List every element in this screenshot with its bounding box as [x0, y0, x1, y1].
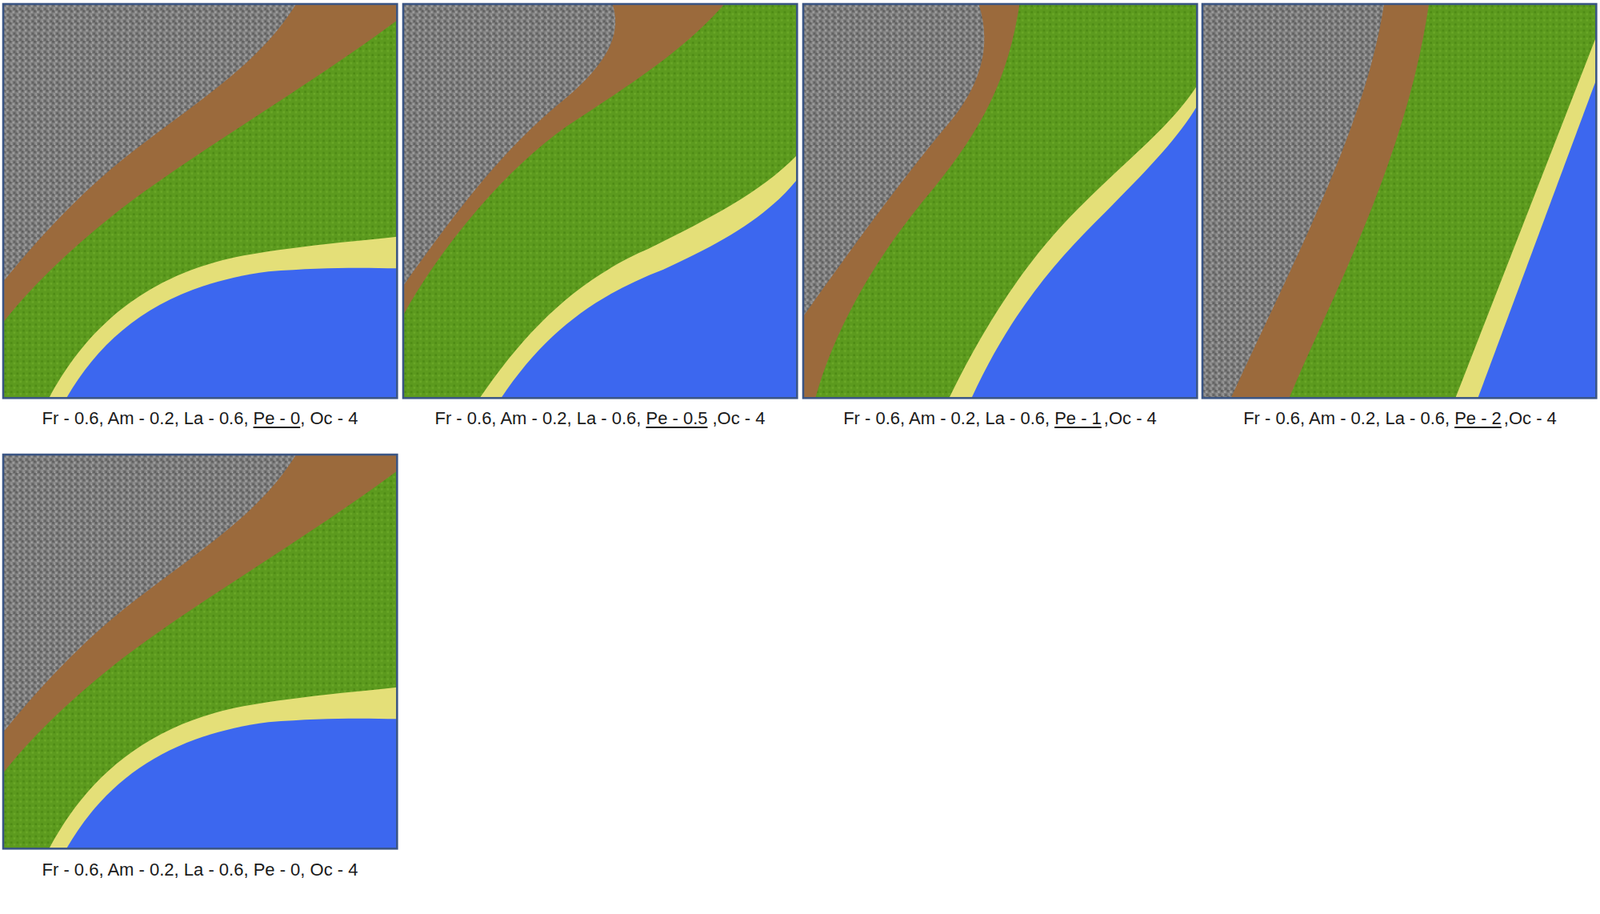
terrain-map — [803, 4, 1197, 398]
panel-caption: Fr - 0.6, Am - 0.2, La - 0.6, Pe - 0, Oc… — [42, 859, 359, 880]
parameter-list: Fr - 0.6, Am - 0.2, La - 0.6, — [434, 408, 641, 429]
parameter-list: Fr - 0.6, Am - 0.2, La - 0.6, — [843, 408, 1050, 429]
panel-caption: Fr - 0.6, Am - 0.2, La - 0.6,Pe - 0.5,Oc… — [434, 408, 765, 429]
panel-caption: Fr - 0.6, Am - 0.2, La - 0.6,Pe - 1,Oc -… — [843, 408, 1157, 429]
panel-caption: Fr - 0.6, Am - 0.2, La - 0.6,Pe - 2,Oc -… — [1243, 408, 1557, 429]
parameter-list: ,Oc - 4 — [712, 408, 766, 429]
parameter-list: Fr - 0.6, Am - 0.2, La - 0.6, — [1243, 408, 1450, 429]
parameter-highlight: Pe - 1 — [1054, 408, 1102, 429]
parameter-list: ,Oc - 4 — [1104, 408, 1157, 429]
panel-caption: Fr - 0.6, Am - 0.2, La - 0.6,Pe - 0, Oc … — [42, 408, 359, 429]
terrain-map — [403, 4, 797, 398]
parameter-highlight: Pe - 2 — [1454, 408, 1502, 429]
parameter-list: Fr - 0.6, Am - 0.2, La - 0.6, — [42, 408, 249, 429]
parameter-list: ,Oc - 4 — [1504, 408, 1557, 429]
terrain-map — [3, 454, 397, 848]
parameter-list: , Oc - 4 — [300, 408, 358, 429]
parameter-highlight: Pe - 0.5 — [645, 408, 708, 429]
terrain-map — [3, 4, 397, 398]
parameter-list: Fr - 0.6, Am - 0.2, La - 0.6, Pe - 0, Oc… — [42, 859, 359, 880]
terrain-map — [1202, 4, 1596, 398]
parameter-highlight: Pe - 0 — [253, 408, 301, 429]
